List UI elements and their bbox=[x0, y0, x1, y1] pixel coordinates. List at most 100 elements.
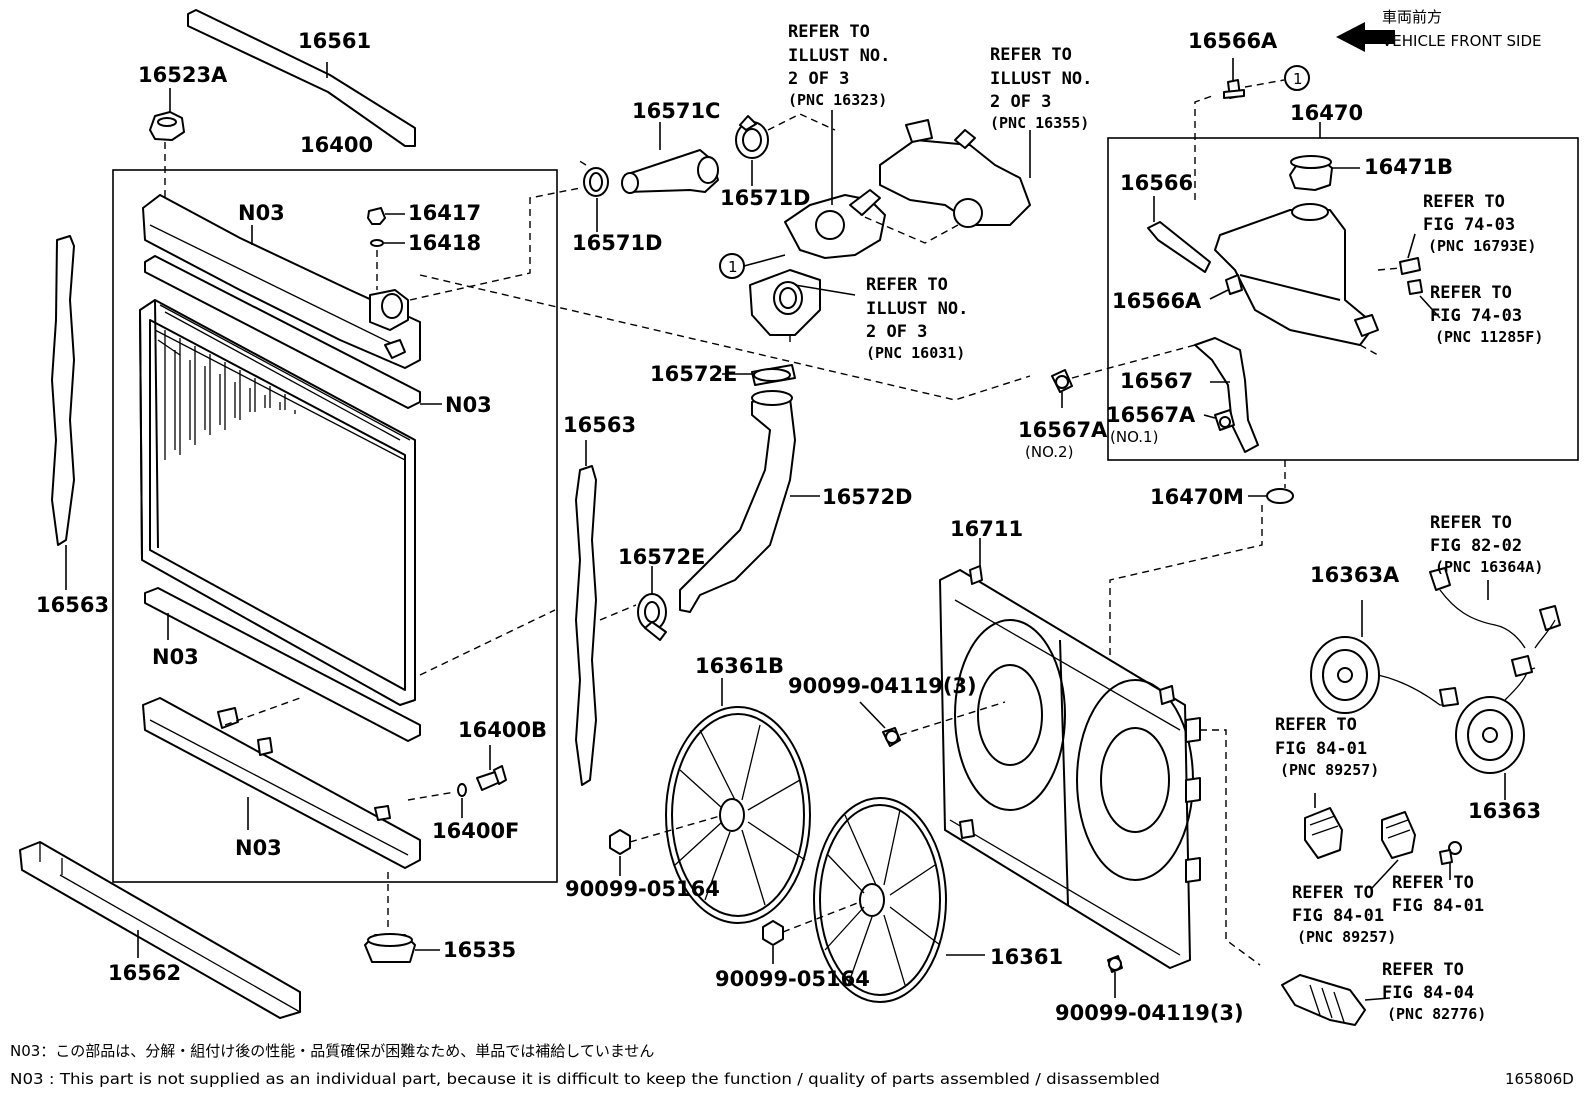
fan-nut-front bbox=[609, 829, 631, 855]
svg-text:(PNC 89257): (PNC 89257) bbox=[1280, 761, 1379, 779]
svg-text:REFER TO: REFER TO bbox=[1275, 715, 1357, 735]
label-16417: 16417 bbox=[408, 201, 481, 225]
svg-text:ILLUST NO.: ILLUST NO. bbox=[866, 299, 968, 319]
label-16571C: 16571C bbox=[632, 99, 720, 123]
svg-text:REFER TO: REFER TO bbox=[1423, 192, 1505, 212]
label-16361B: 16361B bbox=[695, 654, 784, 678]
ref-89257-b: REFER TO FIG 84-01 (PNC 89257) bbox=[1292, 883, 1396, 946]
reserve-hose-clip-top bbox=[1223, 79, 1245, 99]
connector-bolt bbox=[1439, 841, 1462, 865]
svg-text:2 OF 3: 2 OF 3 bbox=[788, 69, 849, 89]
label-no1: (NO.1) bbox=[1110, 428, 1158, 446]
svg-text:FIG 84-01: FIG 84-01 bbox=[1275, 739, 1367, 759]
label-90099-05164-b: 90099-05164 bbox=[715, 967, 870, 991]
radiator-lower-gasket bbox=[144, 587, 421, 742]
svg-text:REFER TO: REFER TO bbox=[1382, 960, 1464, 980]
reserve-tank-grommet bbox=[1266, 488, 1294, 504]
label-16400B: 16400B bbox=[458, 718, 547, 742]
label-16571D-right: 16571D bbox=[720, 186, 811, 210]
svg-text:2 OF 3: 2 OF 3 bbox=[866, 322, 927, 342]
svg-text:FIG 74-03: FIG 74-03 bbox=[1430, 306, 1522, 326]
svg-text:FIG 84-01: FIG 84-01 bbox=[1392, 896, 1484, 916]
label-16400F: 16400F bbox=[432, 819, 519, 843]
label-16567A-no1: 16567A bbox=[1106, 403, 1196, 427]
radiator-drain-o-ring bbox=[457, 783, 467, 797]
svg-text:REFER TO: REFER TO bbox=[1392, 873, 1474, 893]
thermostat-housing bbox=[784, 189, 886, 259]
fan-wire-harness bbox=[1429, 567, 1561, 649]
label-16566A-mid: 16566A bbox=[1112, 289, 1202, 313]
ref-82776: REFER TO FIG 84-04 (PNC 82776) bbox=[1382, 960, 1486, 1023]
label-16572E-low: 16572E bbox=[618, 545, 705, 569]
radiator-support-seal-upper bbox=[187, 9, 416, 147]
svg-text:ILLUST NO.: ILLUST NO. bbox=[788, 46, 890, 66]
ref-84-01: REFER TO FIG 84-01 bbox=[1392, 873, 1484, 916]
label-16563-left: 16563 bbox=[36, 593, 109, 617]
ref-11285F: REFER TO FIG 74-03 (PNC 11285F) bbox=[1430, 283, 1543, 346]
svg-text:(PNC 16364A): (PNC 16364A) bbox=[1435, 558, 1543, 576]
label-16572E-top: 16572E bbox=[650, 362, 737, 386]
radiator-side-seal-right bbox=[575, 465, 597, 786]
radiator-upper-gasket bbox=[144, 255, 421, 409]
fan-motor-16363A bbox=[1310, 636, 1459, 714]
ref-16793E: REFER TO FIG 74-03 (PNC 16793E) bbox=[1423, 192, 1536, 255]
label-90099-04119-b: 90099-04119(3) bbox=[1055, 1001, 1244, 1025]
reserve-tank-cap bbox=[1289, 155, 1333, 191]
cooling-fan-rear bbox=[813, 797, 947, 1003]
footer-note-english: N03 : This part is not supplied as an in… bbox=[10, 1070, 1160, 1088]
label-90099-04119-a: 90099-04119(3) bbox=[788, 674, 977, 698]
label-16562: 16562 bbox=[108, 961, 181, 985]
radiator-side-seal-left bbox=[51, 235, 75, 546]
svg-text:2 OF 3: 2 OF 3 bbox=[990, 92, 1051, 112]
lower-hose-clamp-top bbox=[751, 364, 796, 386]
svg-text:FIG 82-02: FIG 82-02 bbox=[1430, 536, 1522, 556]
svg-text:FIG 84-04: FIG 84-04 bbox=[1382, 983, 1474, 1003]
svg-text:(PNC 82776): (PNC 82776) bbox=[1387, 1005, 1486, 1023]
label-n03-upper-gasket: N03 bbox=[445, 393, 492, 417]
svg-text:REFER TO: REFER TO bbox=[866, 275, 948, 295]
shroud-bolt-lower bbox=[1107, 955, 1123, 973]
connector-b bbox=[1381, 811, 1416, 859]
ref-16364A: REFER TO FIG 82-02 (PNC 16364A) bbox=[1430, 513, 1543, 576]
lower-hose-clamp-bottom bbox=[637, 593, 667, 641]
reserve-tank-box bbox=[1107, 137, 1579, 461]
label-16535: 16535 bbox=[443, 938, 516, 962]
radiator-lower-cushion bbox=[364, 933, 416, 963]
radiator-core bbox=[139, 299, 416, 706]
vehicle-front-arrow-icon bbox=[1336, 22, 1395, 52]
label-16566: 16566 bbox=[1120, 171, 1193, 195]
label-16470M: 16470M bbox=[1150, 485, 1244, 509]
svg-text:(PNC 16031): (PNC 16031) bbox=[866, 344, 965, 362]
reserve-tank-hose-16567 bbox=[1194, 337, 1259, 453]
water-inlet-housing bbox=[749, 269, 821, 336]
hose-clamp-left bbox=[583, 167, 609, 197]
svg-text:(PNC 89257): (PNC 89257) bbox=[1297, 928, 1396, 946]
air-duct-82776 bbox=[1281, 974, 1366, 1026]
svg-text:REFER TO: REFER TO bbox=[1430, 283, 1512, 303]
svg-text:REFER TO: REFER TO bbox=[788, 22, 870, 42]
radiator-o-ring bbox=[370, 239, 384, 247]
hose-clamp-right bbox=[735, 115, 769, 159]
reserve-tank-hose-16566 bbox=[1147, 221, 1211, 273]
svg-text:REFER TO: REFER TO bbox=[990, 45, 1072, 65]
radiator-assembly-box bbox=[112, 169, 558, 883]
svg-text:ILLUST NO.: ILLUST NO. bbox=[990, 69, 1092, 89]
svg-text:FIG 84-01: FIG 84-01 bbox=[1292, 906, 1384, 926]
shroud-bolt-upper bbox=[882, 727, 901, 747]
svg-text:FIG 74-03: FIG 74-03 bbox=[1423, 215, 1515, 235]
label-n03-lower-gasket: N03 bbox=[152, 645, 199, 669]
label-n03-lower-tank: N03 bbox=[235, 836, 282, 860]
radiator-upper-tank bbox=[142, 194, 421, 369]
svg-text:(PNC 16355): (PNC 16355) bbox=[990, 114, 1089, 132]
ref-16031: REFER TO ILLUST NO. 2 OF 3 (PNC 16031) bbox=[866, 275, 968, 362]
circle-callout-right: 1 bbox=[1293, 70, 1303, 88]
label-16567: 16567 bbox=[1120, 369, 1193, 393]
circle-callout: 1 bbox=[728, 258, 738, 276]
svg-text:REFER TO: REFER TO bbox=[1430, 513, 1512, 533]
cooling-fan-front bbox=[665, 706, 811, 924]
reserve-hose-clip-mid bbox=[1225, 274, 1243, 295]
label-16471B: 16471B bbox=[1364, 155, 1453, 179]
label-90099-05164-a: 90099-05164 bbox=[565, 877, 720, 901]
label-16567A-no2: 16567A bbox=[1018, 418, 1108, 442]
